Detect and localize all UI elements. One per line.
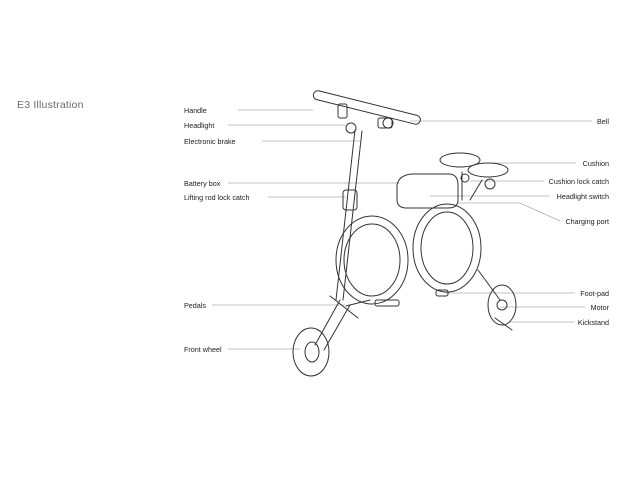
cushion-2 xyxy=(467,162,509,178)
label-pedals: Pedals xyxy=(184,301,206,310)
cushion-lock xyxy=(460,173,470,183)
label-motor: Motor xyxy=(590,303,609,312)
label-front-wheel: Front wheel xyxy=(184,345,222,354)
label-foot-pad: Foot-pad xyxy=(580,289,609,298)
label-charging-port: Charging port xyxy=(565,217,609,226)
pedal-arm xyxy=(329,295,371,319)
front-fork-2 xyxy=(323,304,351,351)
diagram-title: E3 Illustration xyxy=(17,99,84,111)
frame-loop-rear-inner xyxy=(420,211,474,285)
label-electronic-brake: Electronic brake xyxy=(184,137,236,146)
front-fork xyxy=(314,299,341,346)
motor xyxy=(496,299,508,311)
headlight-lens xyxy=(345,122,357,134)
leader-charging-port xyxy=(458,202,561,222)
label-cushion-lock-catch: Cushion lock catch xyxy=(548,177,609,186)
rear-arm xyxy=(477,269,501,301)
frame-loop-rear xyxy=(412,203,482,293)
label-bell: Bell xyxy=(597,117,609,126)
foot-pad xyxy=(435,289,449,297)
battery-box xyxy=(396,173,459,209)
cushion-1 xyxy=(439,152,481,168)
label-headlight-switch: Headlight switch xyxy=(556,192,609,201)
label-battery-box: Battery box xyxy=(184,179,221,188)
steering-column-inner xyxy=(342,130,363,301)
headlight-body xyxy=(337,103,348,119)
handlebar xyxy=(312,90,421,125)
scooter-drawing xyxy=(292,90,517,377)
label-cushion: Cushion xyxy=(582,159,609,168)
cushion-lock-2 xyxy=(484,178,496,190)
seat-post-2 xyxy=(469,179,483,201)
frame-loop-front-inner xyxy=(343,223,401,297)
front-hub xyxy=(304,341,320,363)
rear-wheel xyxy=(487,284,517,326)
leader-lines xyxy=(212,109,592,350)
brake-lever xyxy=(377,117,393,129)
lifting-rod-lock xyxy=(342,189,358,211)
kickstand xyxy=(494,317,513,331)
front-wheel xyxy=(292,327,330,377)
label-headlight: Headlight xyxy=(184,121,215,130)
label-handle: Handle xyxy=(184,106,207,115)
frame-loop-front xyxy=(335,215,409,305)
label-kickstand: Kickstand xyxy=(577,318,609,327)
label-lifting-rod-lock-catch: Lifting rod lock catch xyxy=(184,193,250,202)
steering-column xyxy=(335,129,356,301)
